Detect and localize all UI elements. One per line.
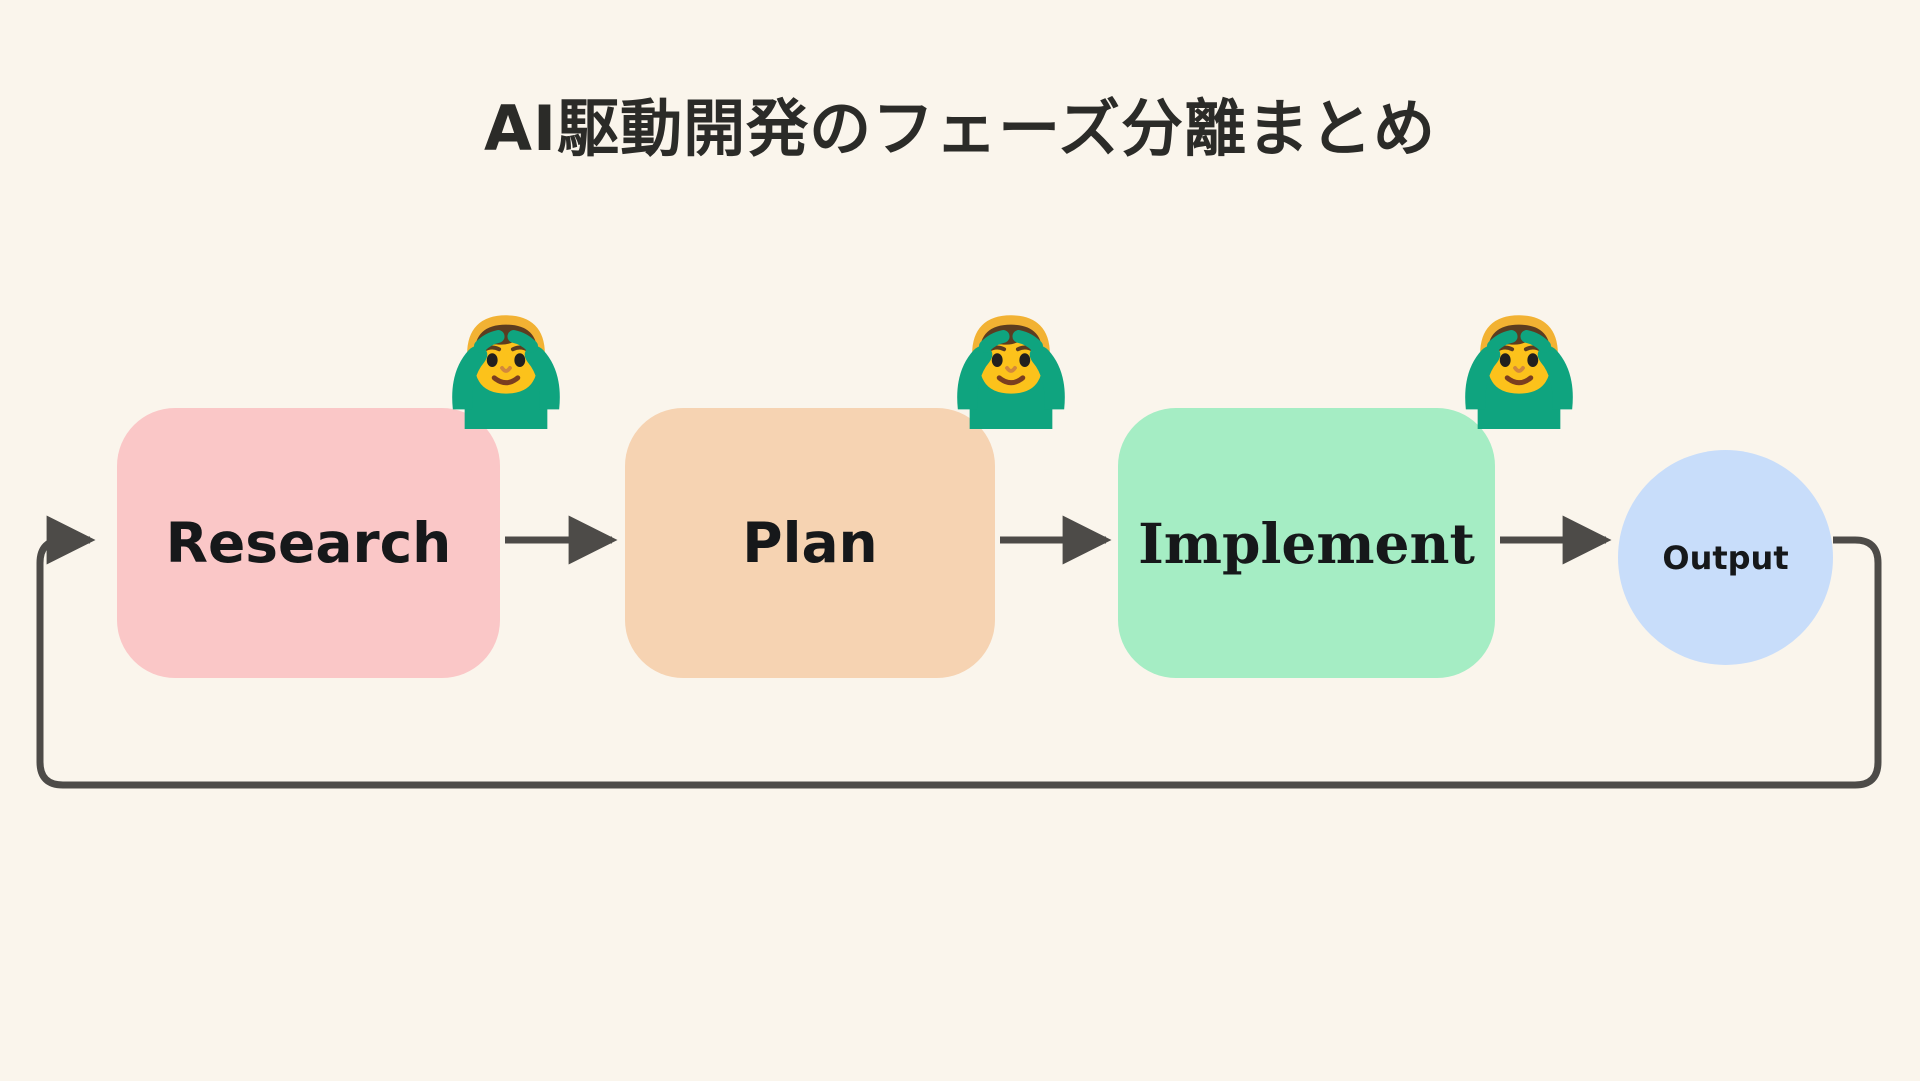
- page-title: AI駆動開発のフェーズ分離まとめ: [484, 92, 1436, 165]
- node-output-label: Output: [1662, 538, 1789, 577]
- node-plan-label: Plan: [742, 510, 878, 575]
- feedback-loop: [36, 515, 1882, 789]
- man-gesturing-ok-icon: [948, 303, 1074, 429]
- node-research-label: Research: [165, 510, 452, 575]
- man-gesturing-ok-icon: [443, 303, 569, 429]
- node-plan[interactable]: Plan: [625, 408, 995, 678]
- man-gesturing-ok-icon: [1456, 303, 1582, 429]
- node-output[interactable]: Output: [1618, 450, 1833, 665]
- node-research[interactable]: Research: [117, 408, 500, 678]
- node-implement[interactable]: Implement: [1118, 408, 1495, 678]
- node-implement-label: Implement: [1138, 510, 1475, 576]
